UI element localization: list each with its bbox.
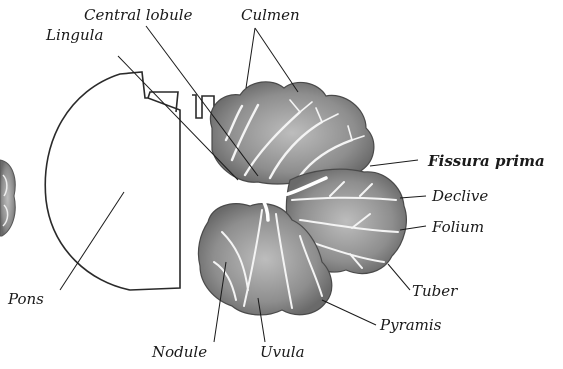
pons-outline bbox=[45, 72, 214, 290]
label-culmen: Culmen bbox=[241, 6, 300, 24]
leader-fissura-prima bbox=[370, 160, 418, 166]
leader-culmen-a bbox=[246, 28, 255, 88]
label-fissura-prima: Fissura prima bbox=[427, 152, 545, 170]
leader-declive bbox=[400, 196, 426, 198]
left-edge-fragment bbox=[0, 160, 15, 236]
label-nodule: Nodule bbox=[151, 343, 207, 361]
label-declive: Declive bbox=[431, 187, 488, 205]
label-lingula: Lingula bbox=[45, 26, 103, 44]
label-pyramis: Pyramis bbox=[379, 316, 442, 334]
label-tuber: Tuber bbox=[412, 282, 458, 300]
cerebellum-upper-lobe bbox=[210, 82, 373, 184]
label-folium: Folium bbox=[431, 218, 484, 236]
leader-tuber bbox=[388, 264, 410, 290]
label-central-lobule: Central lobule bbox=[84, 6, 193, 24]
label-pons: Pons bbox=[7, 290, 44, 308]
leader-pyramis bbox=[322, 300, 376, 325]
label-uvula: Uvula bbox=[260, 343, 305, 361]
